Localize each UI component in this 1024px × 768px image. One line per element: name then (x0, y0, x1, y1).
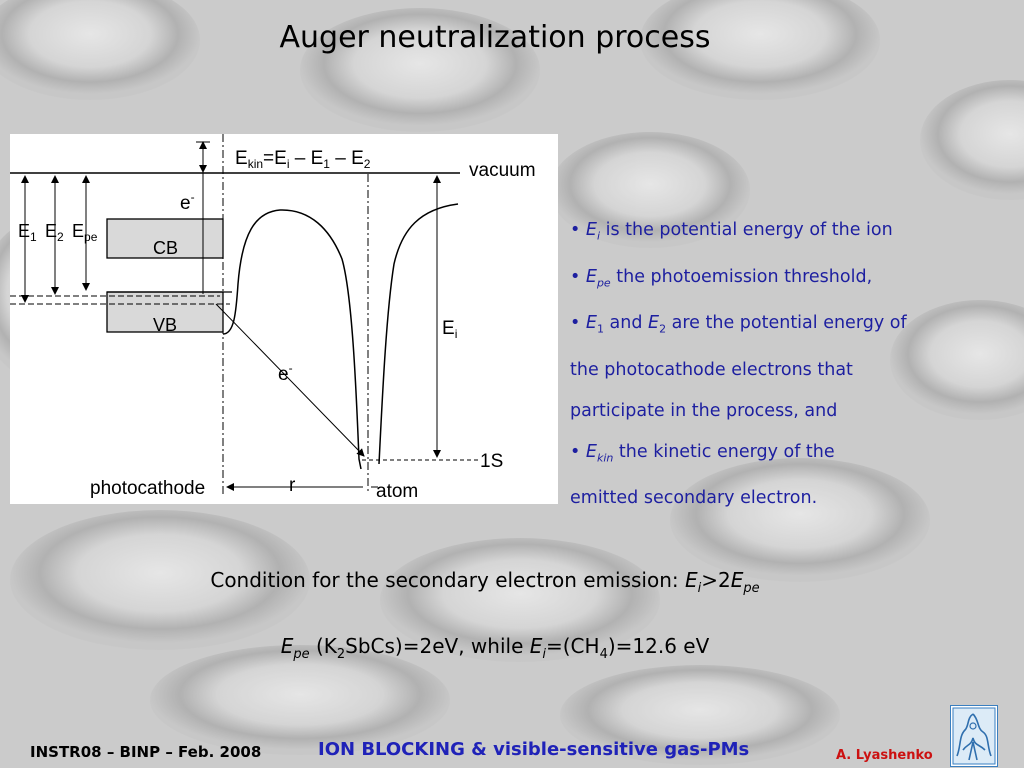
photocathode-label: photocathode (90, 478, 205, 499)
ei-label: Ei (442, 318, 457, 341)
bullet-line-photocathode: the photocathode electrons that (570, 359, 853, 380)
e1-label: E1 (18, 221, 37, 244)
ion-potential-curve (222, 203, 459, 470)
vb-label: VB (153, 315, 177, 335)
bullet-epe: • Epe the photoemission threshold, (570, 266, 873, 290)
atom-label: atom (376, 481, 418, 502)
epe-label: Epe (72, 221, 98, 244)
electron-path-line (215, 303, 365, 457)
energy-diagram: Ekin=Ei – E1 – E2 vacuum e- CB VB E1 E2 … (10, 134, 558, 504)
vacuum-label: vacuum (469, 160, 536, 181)
bullet-e1-e2: • E1 and E2 are the potential energy of (570, 313, 907, 336)
footer-conference: INSTR08 – BINP – Feb. 2008 (30, 743, 262, 761)
bullet-ekin: • Ekin the kinetic energy of the (570, 441, 835, 465)
emission-condition: Condition for the secondary electron emi… (210, 568, 760, 596)
energy-values-formula: Epe (K2SbCs)=2eV, while Ei=(CH4)=12.6 eV (280, 634, 710, 662)
r-label: r (289, 475, 296, 496)
definition-list: • Ei is the potential energy of the ion … (570, 210, 1010, 519)
electron-lower-label: e- (278, 361, 293, 385)
footer-topic: ION BLOCKING & visible-sensitive gas-PMs (318, 739, 750, 760)
e2-label: E2 (45, 221, 64, 244)
bullet-line-emitted: emitted secondary electron. (570, 488, 818, 508)
energy-diagram-svg: Ekin=Ei – E1 – E2 vacuum e- CB VB E1 E2 … (10, 134, 536, 502)
footer-author: A. Lyashenko (836, 748, 933, 763)
slide-title: Auger neutralization process (279, 20, 711, 55)
valence-band (106, 291, 224, 333)
institute-logo-icon (950, 705, 998, 767)
electron-top-label: e- (180, 190, 195, 214)
one-s-label: 1S (480, 451, 503, 472)
cb-label: CB (153, 238, 178, 258)
bullet-line-participate: participate in the process, and (570, 400, 838, 421)
ekin-formula-label: Ekin=Ei – E1 – E2 (235, 148, 371, 171)
conduction-band (106, 218, 224, 259)
bullet-ei: • Ei is the potential energy of the ion (570, 220, 893, 243)
